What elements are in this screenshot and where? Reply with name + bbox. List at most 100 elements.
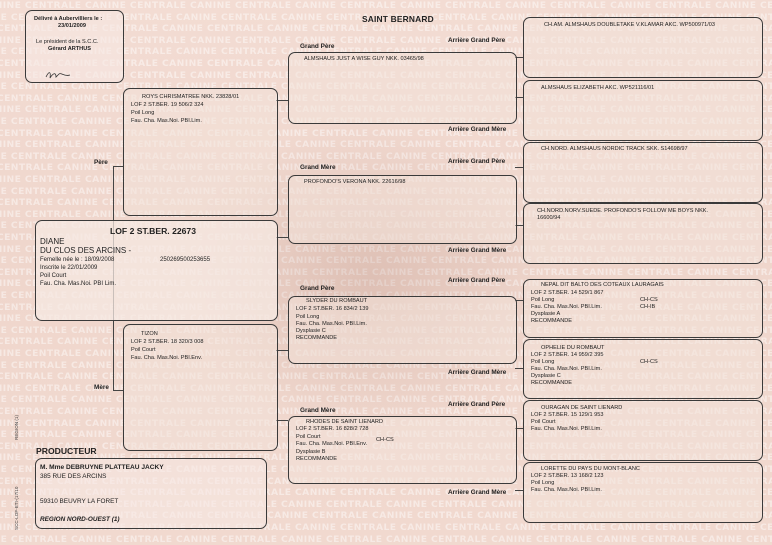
watermark-row: CANINE CENTRALE CANINE CENTRALE CANINE C…: [0, 0, 772, 11]
producer-city: 59310 BEUVRY LA FORET: [40, 498, 119, 505]
father-box: [123, 88, 278, 216]
father-name: ROYS CHRISMATREE NKK. 23828/01: [142, 94, 240, 100]
grandmother-maternal-dysplasia: Dysplasie B: [296, 449, 326, 455]
watermark-row: CANINE CENTRALE CANINE CENTRALE CANINE C…: [0, 382, 772, 394]
father-coat: Poil Long: [131, 110, 155, 116]
breed-title: SAINT BERNARD: [362, 14, 434, 24]
ancestor-5-badge-1: CH-CS: [640, 297, 658, 303]
watermark-row: CANINE CENTRALE CANINE CENTRALE CANINE C…: [0, 11, 772, 23]
watermark-row: CANINE CENTRALE CANINE CENTRALE CANINE C…: [0, 290, 772, 301]
arriere-grand-pere-label-2: Arrière Grand Père: [448, 158, 506, 165]
subject-birth: Femelle née le : 18/09/2008: [40, 257, 115, 263]
ancestor-4-name-2: 16600/94: [537, 215, 561, 221]
ancestor-6-name: OPHELIE DU ROMBAUT: [541, 345, 605, 351]
mere-label: Mère: [94, 384, 109, 391]
connector-line: [276, 350, 288, 351]
mother-color: Fau. Cha. Mas.Noi. PBI.Env.: [131, 355, 203, 361]
subject-name-line-2: DU CLOS DES ARCINS -: [40, 246, 132, 255]
connector-line: [276, 100, 288, 101]
watermark-row: CANINE CENTRALE CANINE CENTRALE CANINE C…: [0, 394, 772, 406]
ancestor-box-4: [523, 203, 763, 264]
watermark-row: CANINE CENTRALE CANINE CENTRALE CANINE C…: [0, 406, 772, 417]
watermark-row: CANINE CENTRALE CANINE CENTRALE CANINE C…: [0, 162, 772, 174]
pere-label: Père: [94, 159, 108, 166]
watermark-row: CANINE CENTRALE CANINE CENTRALE CANINE C…: [0, 522, 772, 533]
grand-mere-label-1: Grand Mère: [300, 164, 336, 171]
connector-line: [515, 428, 523, 429]
grandmother-maternal-badge: CH-CS: [376, 437, 394, 443]
ancestor-6-recommande: RECOMMANDE: [531, 380, 573, 386]
connector-line: [515, 225, 523, 226]
ancestor-4-name: CH.NORD.NORV.SUEDE. PROFONDO'S FOLLOW ME…: [537, 208, 709, 214]
watermark-row: CANINE CENTRALE CANINE CENTRALE CANINE C…: [0, 371, 772, 383]
mother-name: TIZON: [141, 331, 158, 337]
ancestor-6-dysplasia: Dysplasie C: [531, 373, 561, 379]
watermark-row: CANINE CENTRALE CANINE CENTRALE CANINE C…: [0, 23, 772, 35]
connector-line: [515, 300, 523, 301]
producer-region: REGION NORD-OUEST (1): [40, 516, 120, 523]
watermark-row: CANINE CENTRALE CANINE CENTRALE CANINE C…: [0, 278, 772, 290]
mother-box: [123, 324, 278, 451]
producer-address: 385 RUE DES ARCINS: [40, 473, 107, 480]
issue-date: 23/01/2009: [58, 23, 86, 29]
subject-color: Fau. Cha. Mas.Noi. PBI Lim.: [40, 281, 117, 287]
grand-pere-label-2: Grand Père: [300, 285, 335, 292]
subject-registered: Inscrite le 22/01/2009: [40, 265, 98, 271]
ancestor-6-coat: Poil Long: [531, 359, 555, 365]
grandmother-maternal-lof: LOF 2 ST.BER. 16 828/2 728: [296, 426, 369, 432]
ancestor-2-name: ALMSHAUS ELIZABETH AKC. WP521116/01: [541, 85, 655, 91]
ancestor-7-name: OURAGAN DE SAINT LIENARD: [541, 405, 623, 411]
ancestor-box-3: [523, 142, 763, 203]
arriere-grand-pere-label-3: Arrière Grand Père: [448, 277, 506, 284]
arriere-grand-mere-label-1: Arrière Grand Mère: [448, 126, 507, 133]
watermark-row: CANINE CENTRALE CANINE CENTRALE CANINE C…: [0, 139, 772, 151]
ancestor-7-lof: LOF 2 ST.BER. 15 129/1 953: [531, 412, 604, 418]
connector-line: [515, 167, 523, 168]
grandfather-maternal-lof: LOF 2 ST.BER. 16 834/2 139: [296, 306, 369, 312]
arriere-grand-mere-label-3: Arrière Grand Mère: [448, 369, 507, 376]
ancestor-6-lof: LOF 2 ST.BER. 14 959/2 395: [531, 352, 604, 358]
arriere-grand-pere-label-1: Arrière Grand Père: [448, 37, 506, 44]
watermark-row: CANINE CENTRALE CANINE CENTRALE CANINE C…: [0, 34, 772, 46]
grandfather-maternal-dysplasia: Dysplasie C: [296, 328, 326, 334]
grandfather-maternal-color: Fau. Cha. Mas.Noi. PBI.Lim.: [296, 321, 367, 327]
ancestor-7-coat: Poil Court: [531, 419, 556, 425]
mother-lof: LOF 2 ST.BER. 18 320/3 008: [131, 339, 204, 345]
watermark-row: CANINE CENTRALE CANINE CENTRALE CANINE C…: [0, 533, 772, 545]
ancestor-6-badge-1: CH-CS: [640, 359, 658, 365]
watermark-row: CANINE CENTRALE CANINE CENTRALE CANINE C…: [0, 127, 772, 139]
ancestor-box-7: [523, 400, 763, 461]
ancestor-7-color: Fau. Cha. Mas.Noi. PBI.Lim.: [531, 426, 602, 432]
connector-line: [515, 97, 523, 98]
ancestor-8-lof: LOF 2 ST.BER. 13 168/2 123: [531, 473, 604, 479]
watermark-row: CANINE CENTRALE CANINE CENTRALE CANINE C…: [0, 243, 772, 255]
grandfather-maternal-box: [288, 296, 517, 364]
connector-line: [515, 490, 523, 491]
grandmother-paternal-box: [288, 175, 517, 244]
mother-coat: Poil Court: [131, 347, 156, 353]
connector-line: [276, 420, 288, 421]
side-code-text: SCC-LOF-ETI-(17/10: [14, 486, 19, 530]
ancestor-box-6: [523, 339, 763, 399]
grandfather-maternal-name: SLYDER DU ROMBAUT: [306, 298, 368, 304]
watermark-row: CANINE CENTRALE CANINE CENTRALE CANINE C…: [0, 255, 772, 267]
side-region-text: REGION (1): [14, 414, 19, 440]
ancestor-5-recommande: RECOMMANDE: [531, 318, 573, 324]
connector-line: [276, 237, 288, 238]
grandfather-maternal-recommande: RECOMMANDE: [296, 335, 338, 341]
ancestor-1-name: CH.AM. ALMSHAUS DOUBLETAKE V.KLAMAR AKC.…: [544, 22, 715, 28]
watermark-row: CANINE CENTRALE CANINE CENTRALE CANINE C…: [0, 498, 772, 510]
grandmother-paternal-name: PROFONDO'S VERONA NKK. 22616/98: [304, 179, 406, 185]
father-lof: LOF 2 ST.BER. 19 506/2 324: [131, 102, 204, 108]
watermark-row: CANINE CENTRALE CANINE CENTRALE CANINE C…: [0, 46, 772, 58]
grandmother-maternal-color: Fau. Cha. Mas.Noi. PBI.Env.: [296, 441, 368, 447]
grandmother-maternal-box: [288, 416, 517, 484]
ancestor-5-coat: Poil Long: [531, 297, 555, 303]
delivered-text: Délivré à Aubervilliers le :: [34, 16, 103, 22]
watermark-row: CANINE CENTRALE CANINE CENTRALE CANINE C…: [0, 359, 772, 371]
grandfather-paternal-name: ALMSHAUS JUST A WISE GUY NKK. 03465/98: [304, 56, 424, 62]
ancestor-5-name: NEPAL DIT BALTO DES COTEAUX LAURAGAIS: [541, 282, 664, 288]
ancestor-3-name: CH.NORD. ALMSHAUS NORDIC TRACK SKK. S146…: [541, 146, 688, 152]
producer-heading: PRODUCTEUR: [36, 446, 97, 456]
watermark-row: CANINE CENTRALE CANINE CENTRALE CANINE C…: [0, 150, 772, 162]
